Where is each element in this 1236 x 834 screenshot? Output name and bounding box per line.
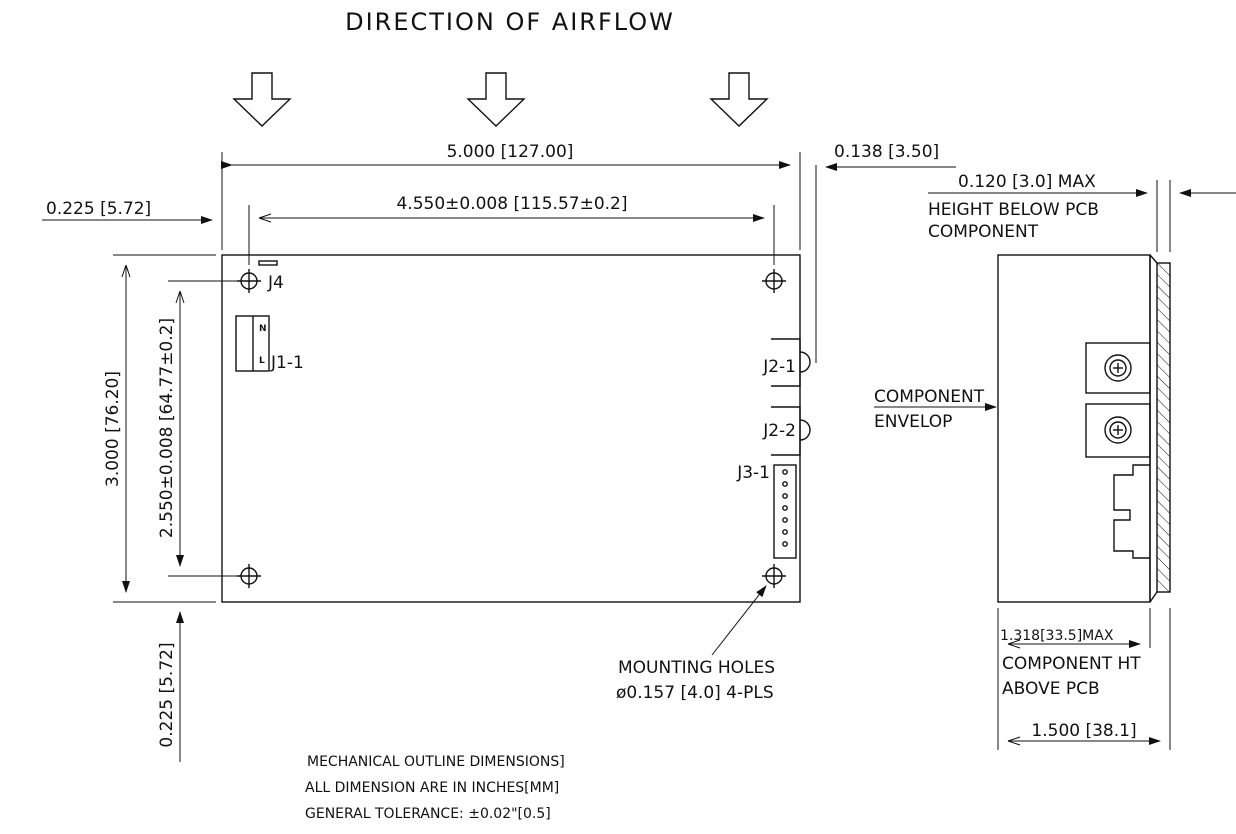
j2-1-label: J2-1: [762, 357, 796, 377]
mounting-holes-leader: [711, 585, 767, 656]
note-line-2: ALL DIMENSION ARE IN INCHES[MM]: [305, 780, 559, 796]
mounting-holes-label-1: MOUNTING HOLES: [618, 658, 775, 678]
side-width-label: 1.500 [38.1]: [1031, 721, 1136, 741]
airflow-arrow-center: [466, 72, 526, 127]
airflow-arrow-right: [709, 72, 769, 127]
side-view: 0.120 [3.0] MAX HEIGHT BELOW PCB COMPONE…: [874, 172, 1236, 750]
bottom-offset-label: 0.225 [5.72]: [157, 642, 177, 747]
note-line-3: GENERAL TOLERANCE: ±0.02"[0.5]: [305, 806, 551, 822]
pcb-side-hatch: [1156, 262, 1171, 593]
mounting-hole-bottom-right: [762, 564, 786, 588]
j1-pin-n-label: N: [259, 324, 267, 334]
j2-1-connector: [771, 338, 811, 387]
airflow-arrows: [232, 72, 769, 127]
notes: MECHANICAL OUTLINE DIMENSIONS] ALL DIMEN…: [305, 754, 565, 822]
envelope-label-2: ENVELOP: [874, 412, 952, 432]
below-pcb-label-1: HEIGHT BELOW PCB: [928, 200, 1099, 220]
j4-connector: [258, 260, 278, 266]
top-view: 5.000 [127.00] 4.550±0.008 [115.57±0.2] …: [42, 142, 956, 762]
pcb-outline: [221, 254, 801, 603]
j1-label: J1-1: [270, 353, 304, 373]
below-pcb-label-2: COMPONENT: [928, 222, 1039, 242]
j1-pin-l-label: L: [259, 356, 265, 366]
hole-spacing-x-label: 4.550±0.008 [115.57±0.2]: [396, 194, 627, 214]
j3-1-connector: [773, 464, 797, 559]
side-connector: [1113, 464, 1150, 559]
hole-spacing-y-label: 2.550±0.008 [64.77±0.2]: [157, 318, 177, 538]
above-pcb-label-2: ABOVE PCB: [1002, 679, 1100, 699]
left-offset-label: 0.225 [5.72]: [46, 199, 151, 219]
terminal-block-1: [1085, 342, 1151, 394]
mounting-hole-top-left: [237, 269, 261, 293]
j3-1-label: J3-1: [736, 463, 770, 483]
mounting-hole-bottom-left: [237, 564, 261, 588]
width-overall-label: 5.000 [127.00]: [447, 142, 574, 162]
terminal-block-2: [1085, 403, 1151, 458]
mounting-holes-label-2: ø0.157 [4.0] 4-PLS: [616, 683, 774, 703]
envelope-label-1: COMPONENT: [874, 387, 985, 407]
j2-2-connector: [771, 406, 811, 456]
j4-label: J4: [267, 273, 284, 293]
right-offset-label: 0.138 [3.50]: [834, 142, 939, 162]
component-envelope: [997, 254, 1151, 603]
height-overall-label: 3.000 [76.20]: [103, 371, 123, 487]
mounting-hole-top-right: [762, 269, 786, 293]
j2-2-label: J2-2: [762, 421, 796, 441]
above-pcb-label-1: COMPONENT HT: [1002, 654, 1141, 674]
above-pcb-max-label: 1.318[33.5]MAX: [1000, 628, 1114, 644]
j1-connector: [235, 315, 270, 372]
airflow-title: DIRECTION OF AIRFLOW: [345, 8, 675, 36]
airflow-arrow-left: [232, 72, 292, 127]
note-line-1: MECHANICAL OUTLINE DIMENSIONS]: [307, 754, 565, 770]
below-pcb-max-label: 0.120 [3.0] MAX: [958, 172, 1096, 192]
